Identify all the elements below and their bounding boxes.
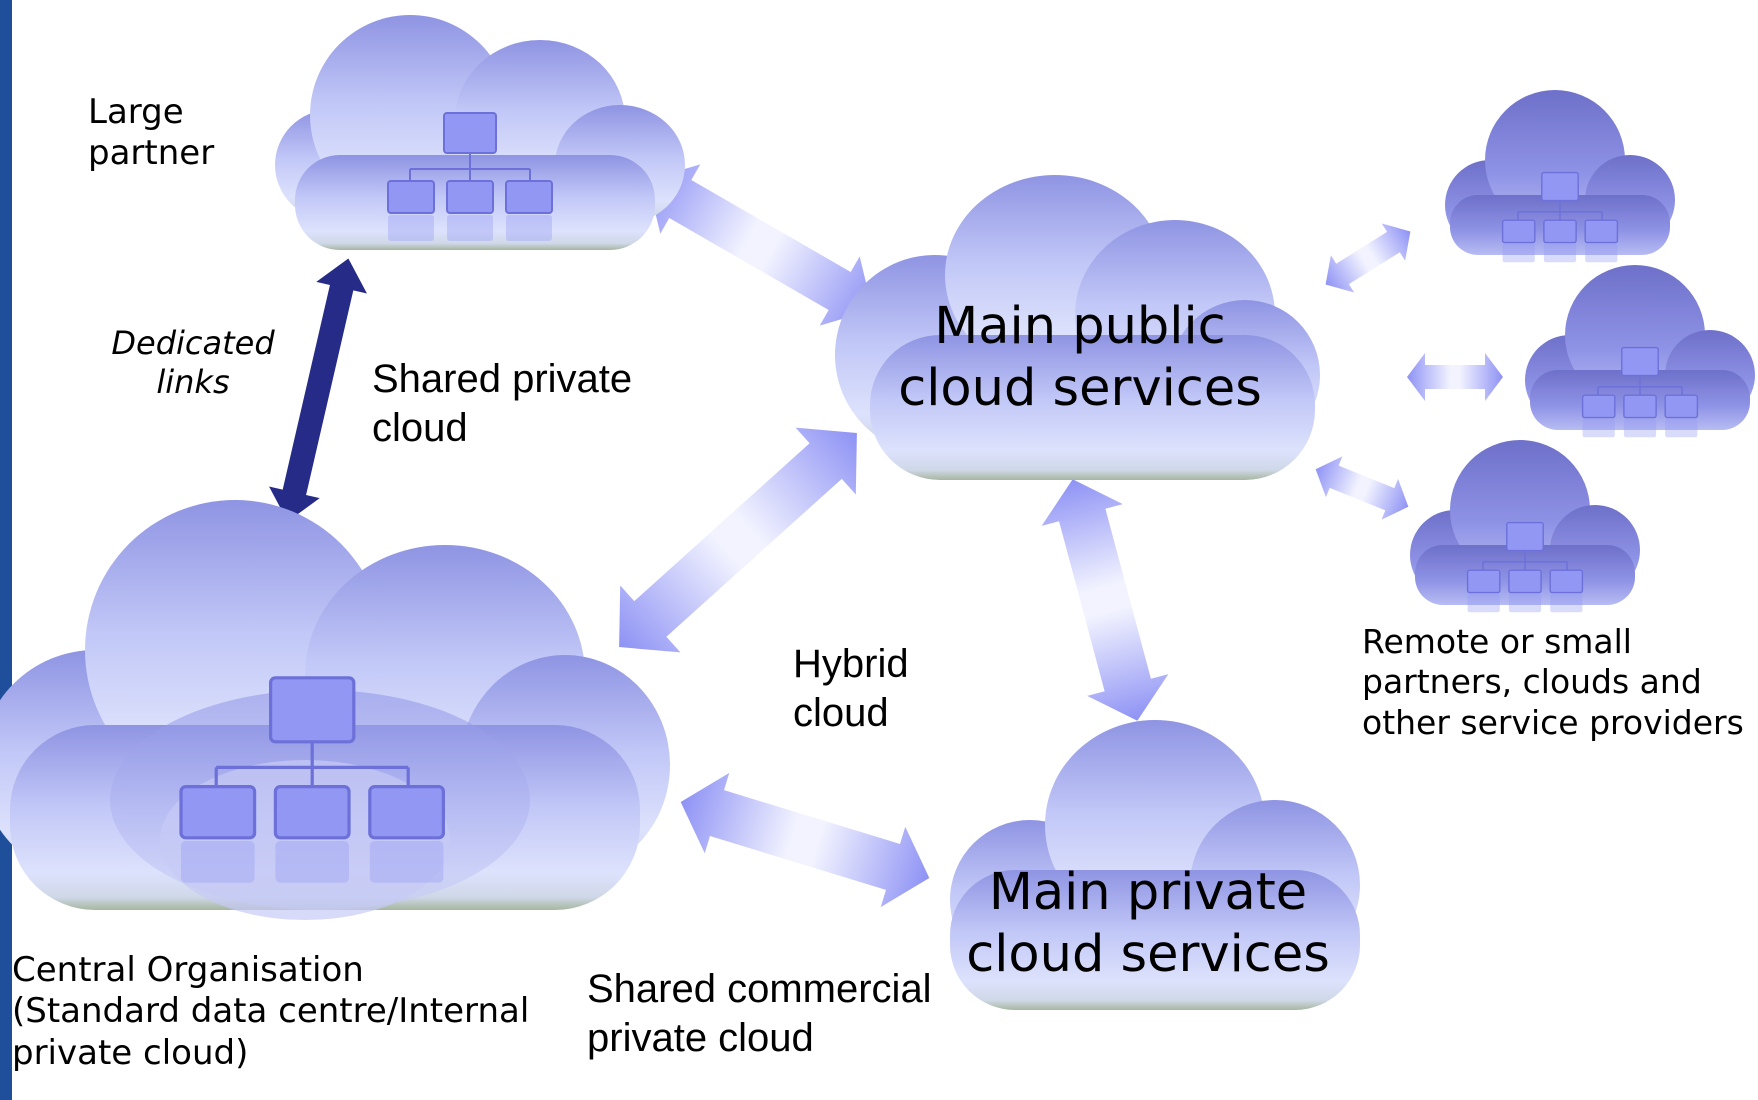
arrow-central-to-public [619, 427, 857, 653]
main-public-cloud [835, 175, 1320, 480]
arrow-large-partner-to-public [647, 164, 873, 326]
hybrid-cloud-label: Hybrid cloud [793, 642, 909, 735]
main-private-cloud-label: Main private cloud services [966, 863, 1330, 985]
main-private-cloud [950, 720, 1360, 1010]
shared-private-cloud-label: Shared private cloud [372, 357, 633, 450]
dedicated-links-label: Dedicated links [111, 324, 275, 402]
main-public-cloud-label: Main public cloud services [898, 297, 1262, 419]
arrow-public-to-small-cloud-3 [1315, 456, 1409, 520]
arrow-public-to-small-cloud-1 [1325, 223, 1411, 293]
large-partner-cloud [275, 15, 685, 250]
arrow-public-to-small-cloud-2 [1407, 353, 1503, 401]
small-cloud-1 [1445, 90, 1675, 263]
dedicated-link-arrow [269, 258, 367, 522]
shared-commercial-label: Shared commercial private cloud [587, 967, 932, 1060]
large-partner-label: Large partner [88, 92, 215, 174]
central-organisation-cloud [0, 500, 670, 920]
small-cloud-3 [1410, 440, 1640, 613]
arrow-central-to-private [680, 772, 930, 908]
central-organisation-label: Central Organisation (Standard data cent… [12, 950, 530, 1073]
arrow-public-to-private [1041, 479, 1169, 721]
small-cloud-2 [1525, 265, 1755, 438]
remote-partners-label: Remote or small partners, clouds and oth… [1362, 622, 1744, 742]
